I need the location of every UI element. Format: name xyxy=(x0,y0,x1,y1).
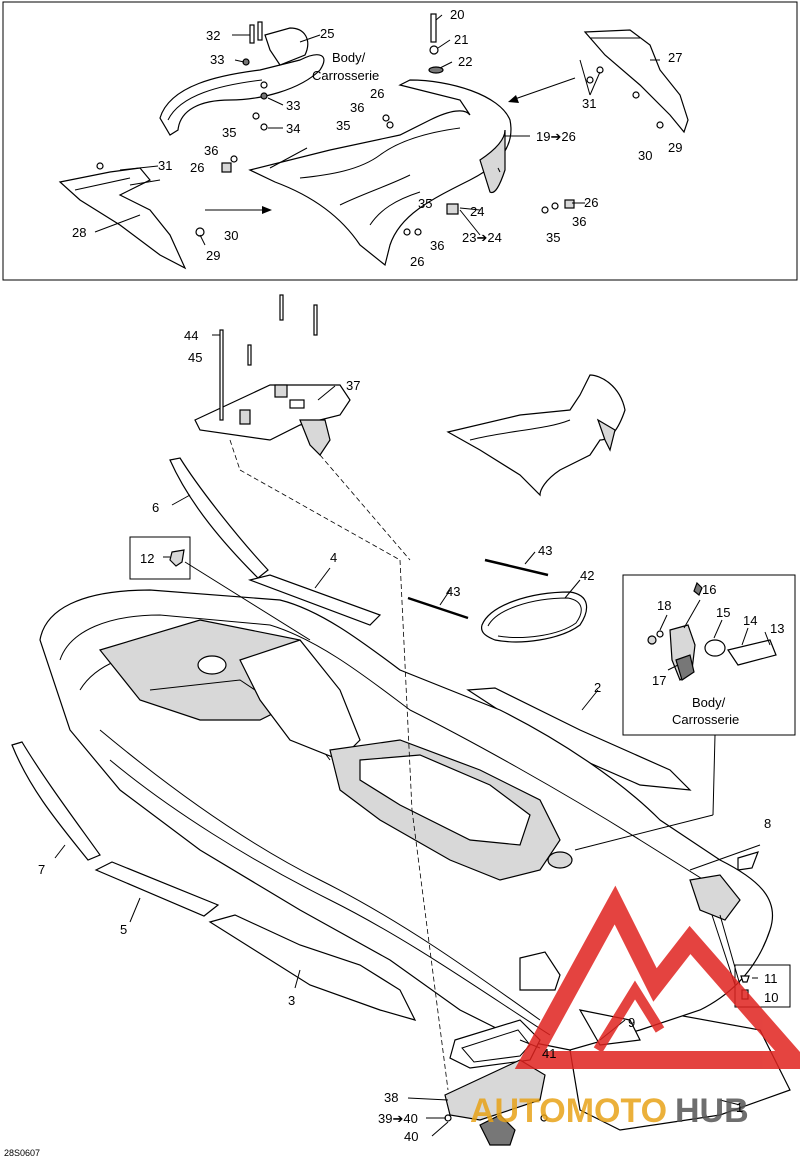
callout-32: 32 xyxy=(206,28,220,43)
callout-26b: 26 xyxy=(370,86,384,101)
body-label-inset-line1: Body/ xyxy=(692,695,726,710)
body-label-inset-line2: Carrosserie xyxy=(672,712,739,727)
callout-5: 5 xyxy=(120,922,127,937)
callout-35c: 35 xyxy=(418,196,432,211)
callout-14: 14 xyxy=(743,613,757,628)
callout-33b: 33 xyxy=(286,98,300,113)
callout-30a: 30 xyxy=(224,228,238,243)
callout-2: 2 xyxy=(594,680,601,695)
callout-26a: 26 xyxy=(190,160,204,175)
callout-35b: 35 xyxy=(336,118,350,133)
decal-5-part xyxy=(94,861,220,917)
callout-43b: 43 xyxy=(446,584,460,599)
callout-13: 13 xyxy=(770,621,784,636)
side-panel-left-part xyxy=(58,167,187,270)
watermark-logo: AUTOMOTO HUB xyxy=(470,885,800,1130)
callout-33a: 33 xyxy=(210,52,224,67)
body-label-top-line1: Body/ xyxy=(332,50,366,65)
top-panel-arrows xyxy=(205,77,576,214)
callout-box-12 xyxy=(129,536,191,580)
callout-12: 12 xyxy=(140,551,154,566)
callout-34: 34 xyxy=(286,121,300,136)
top-deck-part xyxy=(248,79,512,267)
callout-16: 16 xyxy=(702,582,716,597)
callout-31b: 31 xyxy=(582,96,596,111)
callout-21: 21 xyxy=(454,32,468,47)
callout-35d: 35 xyxy=(546,230,560,245)
callout-9: 9 xyxy=(628,1015,635,1030)
callout-45: 45 xyxy=(188,350,202,365)
gasket-42-part xyxy=(480,591,588,643)
callout-36b: 36 xyxy=(350,100,364,115)
callout-11: 11 xyxy=(764,971,778,986)
callout-15: 15 xyxy=(716,605,730,620)
callout-19-26: 19➔26 xyxy=(536,129,576,144)
callout-7: 7 xyxy=(38,862,45,877)
strip-43b-part xyxy=(407,596,469,620)
deck-preview-part xyxy=(446,374,626,497)
callout-22: 22 xyxy=(458,54,472,69)
watermark-text-auto: AUTOMOTO xyxy=(470,1092,667,1130)
mount-plate-part xyxy=(194,294,351,456)
callout-44: 44 xyxy=(184,328,198,343)
decal-7-part xyxy=(11,741,101,861)
callout-1: 1 xyxy=(736,1100,743,1115)
callout-41: 41 xyxy=(542,1046,556,1061)
callout-36c: 36 xyxy=(430,238,444,253)
top-panel-frame xyxy=(2,1,798,281)
decal-4-part xyxy=(247,574,382,626)
callout-29a: 29 xyxy=(206,248,220,263)
decal-6-part xyxy=(169,457,269,579)
top-hardware xyxy=(96,13,664,237)
callout-36a: 36 xyxy=(204,143,218,158)
callout-26c: 26 xyxy=(410,254,424,269)
callout-39-40: 39➔40 xyxy=(378,1111,418,1126)
callout-20: 20 xyxy=(450,7,464,22)
decal-8-part xyxy=(737,851,759,871)
callout-37: 37 xyxy=(346,378,360,393)
callout-40: 40 xyxy=(404,1129,418,1144)
callout-24: 24 xyxy=(470,204,484,219)
callout-18: 18 xyxy=(657,598,671,613)
callout-4: 4 xyxy=(330,550,337,565)
top-panel-leaders xyxy=(94,14,660,246)
lower-leaders xyxy=(54,334,741,1137)
callout-35a: 35 xyxy=(222,125,236,140)
callout-6: 6 xyxy=(152,500,159,515)
lower-guide-lines xyxy=(184,439,761,1091)
watermark-text-hub: HUB xyxy=(675,1092,749,1130)
callout-26d: 26 xyxy=(584,195,598,210)
callout-31a: 31 xyxy=(158,158,172,173)
decal-3-part xyxy=(208,914,417,1021)
callout-10: 10 xyxy=(764,990,778,1005)
callout-28: 28 xyxy=(72,225,86,240)
callout-43a: 43 xyxy=(538,543,552,558)
callout-23-24: 23➔24 xyxy=(462,230,502,245)
callout-29b: 29 xyxy=(668,140,682,155)
side-panel-right-part xyxy=(583,29,689,134)
body-label-top-line2: Carrosserie xyxy=(312,68,379,83)
callout-30b: 30 xyxy=(638,148,652,163)
upper-hood-part xyxy=(159,27,325,136)
callout-27: 27 xyxy=(668,50,682,65)
callout-25: 25 xyxy=(320,26,334,41)
callout-42: 42 xyxy=(580,568,594,583)
callout-36d: 36 xyxy=(572,214,586,229)
callout-8: 8 xyxy=(764,816,771,831)
callout-3: 3 xyxy=(288,993,295,1008)
strip-43a-part xyxy=(484,558,549,577)
inset-box-13-18 xyxy=(622,574,796,736)
callout-17: 17 xyxy=(652,673,666,688)
figure-code: 28S0607 xyxy=(4,1148,40,1158)
callout-38: 38 xyxy=(384,1090,398,1105)
